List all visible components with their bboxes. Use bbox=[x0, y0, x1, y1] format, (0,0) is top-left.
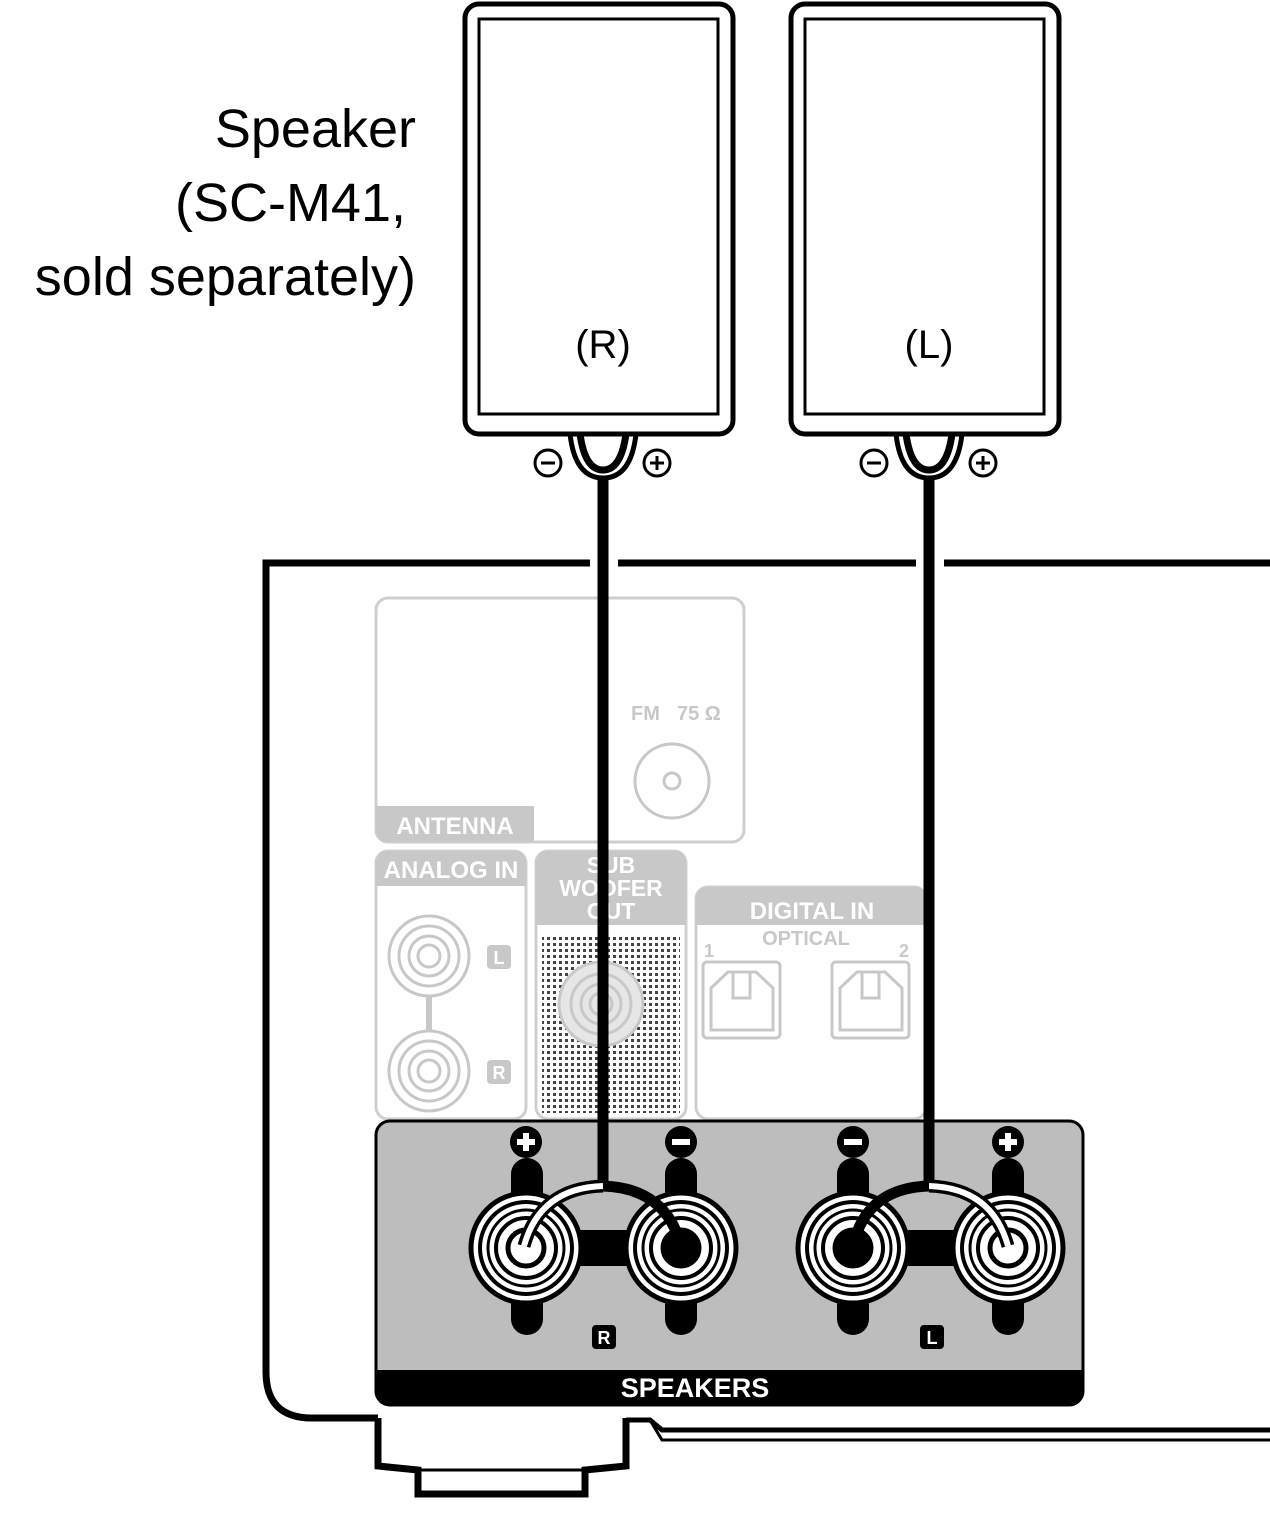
analog-l-label: L bbox=[494, 948, 505, 968]
terminal-l-label: L bbox=[927, 1328, 938, 1348]
terminal-r-label: R bbox=[598, 1328, 611, 1348]
analog-r-label: R bbox=[493, 1063, 506, 1083]
binding-post-l-minus bbox=[795, 1190, 911, 1306]
speaker-cable-left bbox=[847, 478, 1015, 1248]
speakers-terminal-panel: SPEAKERS bbox=[374, 1119, 1085, 1407]
minus-icon bbox=[859, 448, 889, 478]
plus-icon bbox=[992, 1126, 1024, 1158]
binding-post-r-minus bbox=[623, 1190, 739, 1306]
analog-in-label: ANALOG IN bbox=[384, 857, 519, 884]
fm-antenna-jack bbox=[633, 742, 711, 820]
optical-port-1 bbox=[701, 960, 782, 1040]
speaker-right: (R) bbox=[462, 1, 736, 481]
plus-icon bbox=[968, 448, 998, 478]
rca-jack-l bbox=[387, 914, 471, 998]
plus-icon bbox=[642, 448, 672, 478]
caption-line-3: sold separately) bbox=[34, 247, 416, 307]
caption-line-1: Speaker bbox=[214, 99, 416, 159]
binding-post-r-plus bbox=[468, 1190, 584, 1306]
speaker-left-label: (L) bbox=[905, 323, 954, 367]
subwoofer-out-section: SUB WOOFER OUT bbox=[534, 849, 688, 1121]
optical-label: OPTICAL bbox=[762, 928, 850, 950]
rca-jack-r bbox=[387, 1029, 471, 1113]
caption-line-2: (SC-M41, bbox=[174, 173, 406, 233]
speakers-title: SPEAKERS bbox=[621, 1373, 770, 1403]
speaker-left: (L) bbox=[788, 1, 1062, 481]
minus-icon bbox=[837, 1126, 869, 1158]
speaker-cable-right bbox=[517, 478, 687, 1248]
fm-label: FM bbox=[631, 703, 660, 725]
minus-icon bbox=[533, 448, 563, 478]
receiver-outline bbox=[262, 559, 1270, 1498]
ohm-label: 75 Ω bbox=[677, 703, 721, 725]
plus-icon bbox=[510, 1126, 542, 1158]
optical-port-2 bbox=[830, 960, 911, 1040]
minus-icon bbox=[665, 1126, 697, 1158]
optical-1-label: 1 bbox=[704, 941, 714, 961]
antenna-label: ANTENNA bbox=[396, 813, 513, 840]
speaker-right-label: (R) bbox=[575, 323, 631, 367]
subwoofer-label-3: OUT bbox=[587, 898, 636, 924]
antenna-section: ANTENNA FM 75 Ω bbox=[374, 596, 746, 844]
subwoofer-label-2: WOOFER bbox=[559, 875, 663, 901]
analog-in-section: ANALOG IN L R bbox=[374, 849, 528, 1121]
digital-in-section: DIGITAL IN OPTICAL 1 2 bbox=[694, 885, 928, 1121]
optical-2-label: 2 bbox=[899, 941, 909, 961]
binding-post-l-plus bbox=[950, 1190, 1066, 1306]
digital-in-label: DIGITAL IN bbox=[750, 898, 874, 925]
subwoofer-label-1: SUB bbox=[587, 852, 636, 878]
